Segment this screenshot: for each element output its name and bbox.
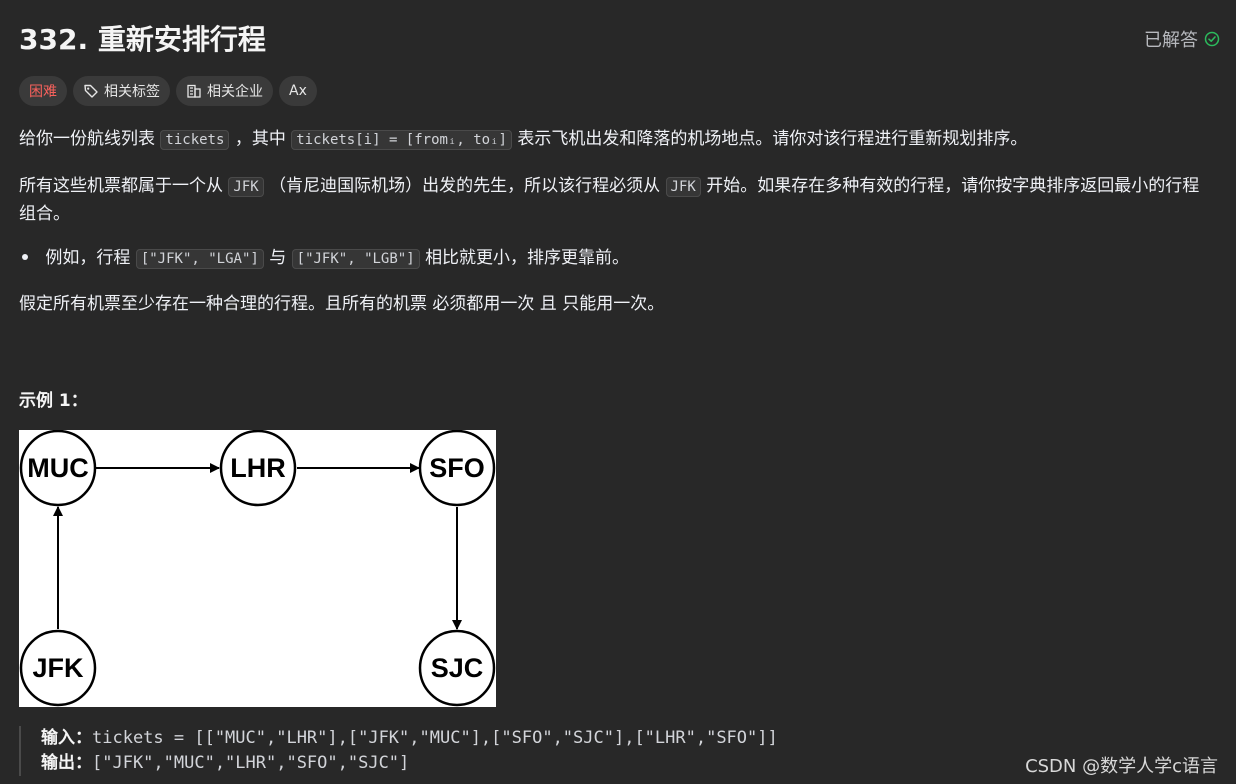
tag-row: 困难 相关标签 相关企业 Aх <box>19 76 317 106</box>
related-tags-label: 相关标签 <box>104 84 160 100</box>
desc-text: 相比就更小，排序更靠前。 <box>425 248 630 268</box>
code-inline: tickets[i] = [fromᵢ, toᵢ] <box>291 130 512 150</box>
desc-text: 与 <box>269 248 287 268</box>
bullet-dot <box>22 254 28 260</box>
node-sjc: SJC <box>418 629 496 707</box>
desc-text: （肯尼迪国际机场）出发的先生，所以该行程必须从 <box>269 176 661 196</box>
code-inline: tickets <box>160 130 230 150</box>
description-paragraph-3: 假定所有机票至少存在一种合理的行程。且所有的机票 必须都用一次 且 只能用一次。 <box>19 294 665 314</box>
node-sfo: SFO <box>418 430 496 507</box>
code-inline: ["JFK", "LGA"] <box>135 249 264 269</box>
desc-text: 所有这些机票都属于一个从 <box>19 176 223 196</box>
node-muc: MUC <box>19 430 97 507</box>
tag-icon <box>84 84 98 98</box>
problem-title: 332. 重新安排行程 <box>19 23 266 56</box>
example-title: 示例 1： <box>19 391 88 411</box>
example-bullet: 例如，行程 ["JFK", "LGA"] 与 ["JFK", "LGB"] 相比… <box>19 245 629 273</box>
description-paragraph-1: 给你一份航线列表 tickets ，其中 tickets[i] = [fromᵢ… <box>19 126 1214 154</box>
watermark: CSDN @数学人学c语言 <box>1025 756 1218 777</box>
desc-text: ，其中 <box>234 129 286 149</box>
desc-text: 开始。如果存在多种有效的行程，请你按字典排序返回最小的行程组合。 <box>19 176 1200 224</box>
input-label: 输入： <box>41 728 92 748</box>
translate-icon: Aх <box>289 83 307 99</box>
building-icon <box>187 84 201 98</box>
example-output-line: 输出：["JFK","MUC","LHR","SFO","SJC"] <box>41 751 778 776</box>
code-inline: ["JFK", "LGB"] <box>291 249 420 269</box>
translate-button[interactable]: Aх <box>279 76 317 106</box>
related-companies-label: 相关企业 <box>207 84 263 100</box>
itinerary-diagram: MUC LHR SFO JFK SJC <box>19 430 496 707</box>
node-jfk: JFK <box>19 629 97 707</box>
code-inline: JFK <box>665 177 701 197</box>
node-label: JFK <box>32 653 84 683</box>
desc-text: 例如，行程 <box>45 248 131 268</box>
desc-text: 给你一份航线列表 <box>19 129 155 149</box>
input-value: tickets = [["MUC","LHR"],["JFK","MUC"],[… <box>92 728 778 748</box>
output-label: 输出： <box>41 753 92 773</box>
node-label: SJC <box>431 653 484 683</box>
check-circle-icon <box>1204 31 1220 47</box>
difficulty-badge[interactable]: 困难 <box>19 76 67 106</box>
desc-text: 表示飞机出发和降落的机场地点。请你对该行程进行重新规划排序。 <box>517 129 1028 149</box>
description-paragraph-2: 所有这些机票都属于一个从 JFK （肯尼迪国际机场）出发的先生，所以该行程必须从… <box>19 173 1214 228</box>
related-tags-button[interactable]: 相关标签 <box>73 76 170 106</box>
node-label: LHR <box>230 453 286 483</box>
related-companies-button[interactable]: 相关企业 <box>176 76 273 106</box>
solved-label: 已解答 <box>1144 30 1198 51</box>
code-inline: JFK <box>228 177 264 197</box>
output-value: ["JFK","MUC","LHR","SFO","SJC"] <box>92 753 410 773</box>
node-label: SFO <box>429 453 485 483</box>
solved-status: 已解答 <box>1144 26 1220 52</box>
node-lhr: LHR <box>219 430 297 507</box>
node-label: MUC <box>27 453 89 483</box>
example-input-line: 输入：tickets = [["MUC","LHR"],["JFK","MUC"… <box>41 726 778 751</box>
example-io-block: 输入：tickets = [["MUC","LHR"],["JFK","MUC"… <box>19 726 778 776</box>
